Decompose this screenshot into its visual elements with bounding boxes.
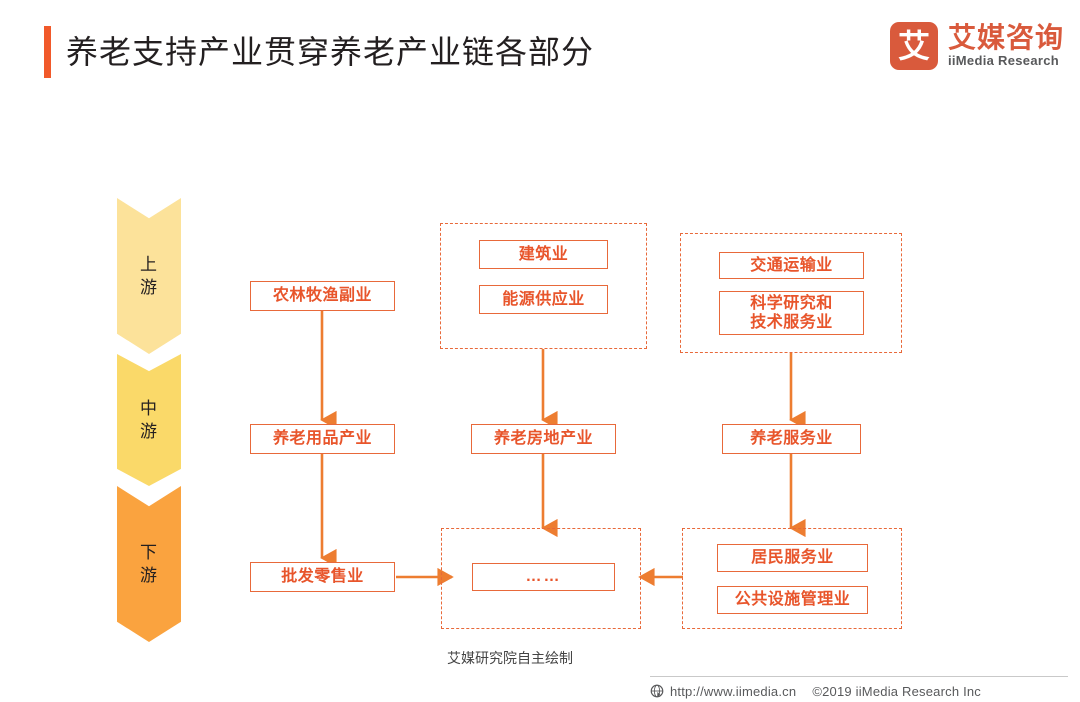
node-research-tech-label-line1: 科学研究和 bbox=[750, 295, 833, 312]
stage-chevron-midstream: 中 游 bbox=[117, 354, 181, 486]
footer-url[interactable]: http://www.iimedia.cn bbox=[670, 683, 797, 699]
node-construction[interactable]: 建筑业 bbox=[479, 240, 608, 269]
node-transportation[interactable]: 交通运输业 bbox=[719, 252, 864, 279]
logo-text: 艾媒咨询 iiMedia Research bbox=[948, 23, 1064, 69]
node-etc-label: …… bbox=[525, 568, 562, 585]
node-research-tech-label-line2: 技术服务业 bbox=[750, 314, 833, 331]
logo-mark-icon: 艾 bbox=[889, 22, 938, 70]
node-construction-label: 建筑业 bbox=[518, 245, 569, 263]
footer-divider bbox=[650, 676, 1068, 677]
stage-chevron-upstream: 上 游 bbox=[117, 198, 181, 354]
header: 养老支持产业贯穿养老产业链各部分 艾 艾媒咨询 iiMedia Research bbox=[0, 0, 1080, 110]
node-energy-supply-label: 能源供应业 bbox=[502, 290, 585, 308]
node-elderly-realestate-label: 养老房地产业 bbox=[493, 430, 593, 447]
logo-name-cn: 艾媒咨询 bbox=[947, 22, 1064, 53]
stage-chevron-downstream: 下 游 bbox=[117, 486, 181, 642]
node-elderly-services[interactable]: 养老服务业 bbox=[722, 424, 861, 454]
globe-icon bbox=[650, 684, 664, 698]
stage-label-midstream: 中 游 bbox=[140, 399, 158, 441]
node-agriculture[interactable]: 农林牧渔副业 bbox=[250, 281, 395, 311]
source-note: 艾媒研究院自主绘制 bbox=[447, 650, 573, 666]
group-upstream-construction-energy bbox=[440, 223, 647, 349]
node-wholesale-retail-label: 批发零售业 bbox=[281, 568, 364, 585]
footer-bar: http://www.iimedia.cn ©2019 iiMedia Rese… bbox=[650, 680, 1068, 702]
node-elderly-services-label: 养老服务业 bbox=[750, 430, 833, 447]
brand-logo: 艾 艾媒咨询 iiMedia Research bbox=[889, 22, 1064, 70]
node-resident-services[interactable]: 居民服务业 bbox=[717, 544, 868, 572]
node-public-facilities[interactable]: 公共设施管理业 bbox=[717, 586, 868, 614]
footer-copyright: ©2019 iiMedia Research Inc bbox=[812, 683, 982, 699]
group-upstream-transport-research bbox=[680, 233, 902, 353]
node-agriculture-label: 农林牧渔副业 bbox=[272, 287, 372, 304]
stage-label-downstream: 下 游 bbox=[140, 543, 158, 585]
logo-name-en: iiMedia Research bbox=[947, 53, 1059, 68]
node-etc[interactable]: …… bbox=[472, 563, 615, 591]
page-title: 养老支持产业贯穿养老产业链各部分 bbox=[66, 34, 595, 70]
title-accent-bar bbox=[44, 26, 51, 78]
node-public-facilities-label: 公共设施管理业 bbox=[734, 591, 851, 608]
stage-label-upstream: 上 游 bbox=[140, 255, 158, 297]
node-resident-services-label: 居民服务业 bbox=[751, 549, 834, 566]
node-transportation-label: 交通运输业 bbox=[750, 256, 833, 274]
node-elderly-realestate[interactable]: 养老房地产业 bbox=[471, 424, 616, 454]
node-wholesale-retail[interactable]: 批发零售业 bbox=[250, 562, 395, 592]
node-energy-supply[interactable]: 能源供应业 bbox=[479, 285, 608, 314]
node-elderly-products-label: 养老用品产业 bbox=[272, 430, 372, 447]
group-downstream-etc bbox=[441, 528, 641, 629]
group-downstream-resident-public bbox=[682, 528, 902, 629]
node-research-tech[interactable]: 科学研究和 技术服务业 bbox=[719, 291, 864, 335]
node-elderly-products[interactable]: 养老用品产业 bbox=[250, 424, 395, 454]
